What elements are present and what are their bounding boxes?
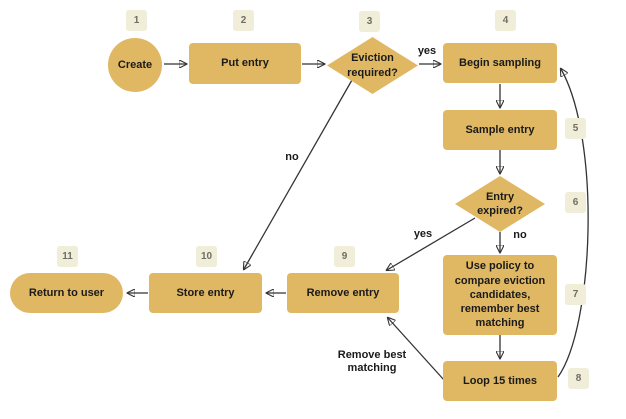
node-remove-entry-label: Remove entry <box>306 286 380 299</box>
step-badge-7: 7 <box>565 284 586 305</box>
step-badge-9: 9 <box>334 246 355 267</box>
node-put-entry-label: Put entry <box>221 57 269 70</box>
step-badge-6: 6 <box>565 192 586 213</box>
node-create: Create <box>108 38 162 92</box>
node-begin-sampling-label: Begin sampling <box>459 56 541 69</box>
step-badge-3: 3 <box>359 11 380 32</box>
node-loop-15-times-label: Loop 15 times <box>463 374 537 387</box>
node-use-policy: Use policy to compare eviction candidate… <box>443 255 557 335</box>
step-badge-11: 11 <box>57 246 78 267</box>
edge-label-remove-best-matching: Remove best matching <box>337 349 407 374</box>
step-badge-8: 8 <box>568 368 589 389</box>
node-return-to-user-label: Return to user <box>28 286 105 299</box>
step-badge-4: 4 <box>495 10 516 31</box>
edge-label-eviction-yes: yes <box>417 45 437 57</box>
step-badge-10: 10 <box>196 246 217 267</box>
step-badge-1: 1 <box>126 10 147 31</box>
node-entry-expired-label: Entry expired? <box>477 190 523 217</box>
node-begin-sampling: Begin sampling <box>443 43 557 83</box>
node-put-entry: Put entry <box>189 43 301 84</box>
step-badge-2: 2 <box>233 10 254 31</box>
edge-eviction-no-to-store-entry <box>244 79 353 269</box>
edge-label-eviction-no: no <box>285 151 299 163</box>
node-store-entry: Store entry <box>149 273 262 313</box>
node-create-label: Create <box>117 58 153 71</box>
node-loop-15-times: Loop 15 times <box>443 361 557 401</box>
node-eviction-required-label: Eviction required? <box>347 52 398 79</box>
edge-loop-back-to-begin-sampling <box>557 69 589 378</box>
edge-label-expired-no: no <box>513 229 527 241</box>
edge-label-expired-yes: yes <box>413 228 433 240</box>
node-remove-entry: Remove entry <box>287 273 399 313</box>
node-sample-entry: Sample entry <box>443 110 557 150</box>
edge-loop-to-remove-entry <box>388 318 445 381</box>
node-use-policy-label: Use policy to compare eviction candidate… <box>454 260 546 330</box>
node-return-to-user: Return to user <box>10 273 123 313</box>
node-store-entry-label: Store entry <box>176 286 235 299</box>
edge-expired-yes-to-remove-entry <box>387 217 476 270</box>
step-badge-5: 5 <box>565 118 586 139</box>
node-sample-entry-label: Sample entry <box>465 123 535 136</box>
